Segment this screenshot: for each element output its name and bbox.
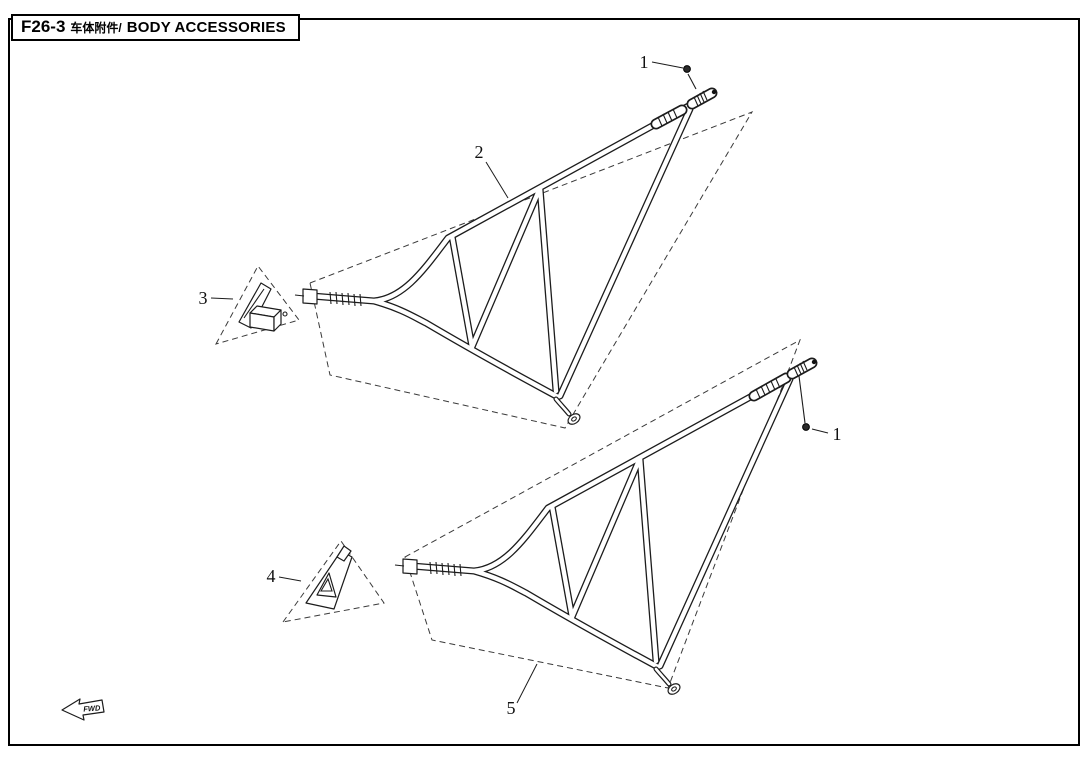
- lower-connector-cap: [811, 359, 817, 365]
- upper-bolt-part: [683, 65, 697, 90]
- lower-hinge-clevis: [402, 558, 418, 575]
- callout-1-lower-leader: [811, 428, 829, 434]
- upper-dashed-outline: [309, 111, 754, 429]
- page-border: [8, 18, 1080, 746]
- part-4-cutout-inner: [320, 577, 333, 592]
- lower-bottom-strap: [653, 666, 681, 695]
- part-4-flag: [336, 545, 352, 562]
- fwd-label: FWD: [83, 703, 101, 713]
- lower-hinge-hatch: [429, 561, 462, 577]
- upper-door-frame: [294, 87, 718, 425]
- part-4-detail: 4: [267, 540, 385, 623]
- section-code: F26-3: [21, 17, 66, 36]
- lower-frame-tubes-fill: [409, 370, 797, 670]
- lower-bolt: [802, 423, 810, 431]
- upper-connector-hatch: [693, 90, 708, 107]
- part-3-detail: 3: [199, 265, 300, 345]
- lower-hinge-fitting: [394, 558, 462, 577]
- upper-bottom-strap: [553, 396, 581, 425]
- upper-bolt: [683, 65, 691, 73]
- lower-end-connector: [786, 357, 818, 380]
- callout-4: 4: [267, 566, 302, 586]
- page-title: F26-3 车体附件/ BODY ACCESSORIES: [11, 14, 300, 41]
- lower-strap-buckle-hole: [671, 686, 677, 692]
- part-3-bracket: [238, 282, 288, 332]
- lower-latch-adjuster: [748, 372, 792, 402]
- upper-latch-adjuster: [650, 104, 688, 130]
- upper-strap-buckle-hole: [571, 416, 577, 422]
- upper-strap-buckle: [567, 413, 581, 425]
- lower-dashed-outline: [404, 338, 801, 689]
- upper-hinge-pin: [294, 294, 305, 297]
- callout-5-leader: [516, 663, 538, 704]
- callout-1-lower-number: 1: [833, 424, 842, 444]
- lower-bolt-link-line: [798, 375, 806, 424]
- callout-5-number: 5: [507, 698, 516, 718]
- lower-frame-tubes-outline: [408, 369, 798, 671]
- callout-5: 5: [507, 663, 538, 718]
- section-title-chinese: 车体附件/: [70, 21, 122, 35]
- part-3-box-side: [273, 309, 282, 332]
- part-3-plate: [238, 282, 272, 329]
- callout-2-number: 2: [475, 142, 484, 162]
- section-title-english: BODY ACCESSORIES: [126, 19, 286, 36]
- upper-hinge-hatch: [329, 291, 362, 307]
- fwd-direction-marker: FWD: [61, 698, 105, 721]
- lower-adjuster-sleeve-fill: [750, 374, 790, 400]
- callout-3-number: 3: [199, 288, 208, 308]
- callout-3-leader: [210, 297, 234, 300]
- upper-strap-fill: [554, 397, 571, 416]
- upper-end-connector: [686, 87, 718, 110]
- upper-assembly: 1 2: [294, 52, 754, 429]
- lower-adjuster-hatch: [755, 378, 781, 399]
- callout-1-upper: 1: [640, 52, 684, 72]
- lower-door-frame: [394, 357, 818, 695]
- lower-hinge-pin: [394, 564, 405, 567]
- upper-connector-cap: [711, 89, 717, 95]
- part-3-dashed-outline: [214, 265, 300, 345]
- upper-frame-tubes-fill: [309, 100, 697, 400]
- fwd-arrow-icon: [61, 698, 105, 721]
- lower-strap-buckle: [667, 683, 681, 695]
- callout-2: 2: [475, 142, 509, 199]
- upper-hinge-clevis: [302, 288, 318, 305]
- upper-bolt-link-line: [687, 73, 697, 90]
- part-4-bracket: [305, 545, 353, 610]
- callout-1-lower: 1: [811, 424, 842, 444]
- lower-bolt-part: [798, 375, 810, 431]
- upper-hinge-fitting: [294, 288, 362, 307]
- callout-4-number: 4: [267, 566, 276, 586]
- part-3-pin: [282, 311, 288, 317]
- upper-adjuster-hatch: [657, 108, 678, 127]
- part-3-plate-edge: [243, 288, 265, 319]
- upper-frame-tubes-outline: [308, 99, 698, 401]
- lower-assembly: 1 5: [394, 338, 842, 718]
- callout-3: 3: [199, 288, 234, 308]
- callout-4-leader: [278, 576, 302, 582]
- lower-strap-fill: [654, 667, 671, 686]
- callout-1-upper-leader: [651, 61, 684, 69]
- lower-connector-hatch: [793, 360, 808, 377]
- callout-2-leader: [485, 161, 509, 199]
- callout-1-upper-number: 1: [640, 52, 649, 72]
